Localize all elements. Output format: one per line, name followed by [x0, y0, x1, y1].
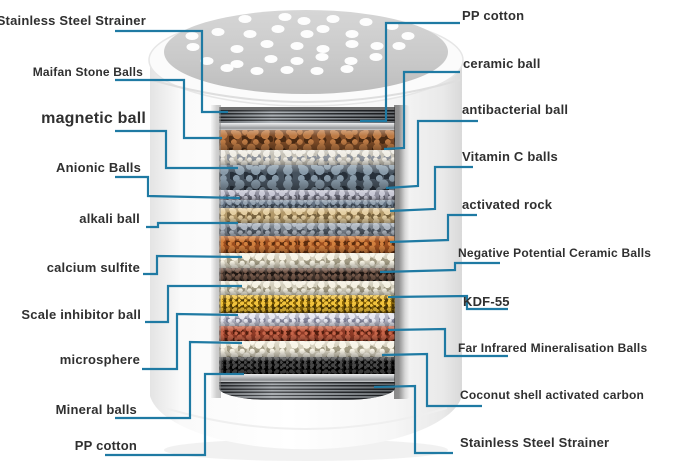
label-left-calcium-sulfite: calcium sulfite — [46, 260, 140, 275]
label-left-magnetic-ball: magnetic ball — [41, 110, 146, 127]
retainer-band-top-layer — [219, 123, 395, 130]
negative-potential-ceramic-balls-layer — [219, 268, 395, 281]
lid-hole — [401, 32, 415, 40]
filter-cutaway-layers — [219, 107, 395, 400]
anionic-balls-layer — [219, 200, 395, 208]
lid-hole — [370, 42, 384, 50]
lid-hole — [316, 45, 330, 53]
stainless-steel-strainer-bottom-layer — [219, 382, 395, 400]
lid-hole — [271, 25, 285, 33]
lid-hole — [392, 42, 406, 50]
label-left-pp-cotton: PP cotton — [74, 438, 137, 453]
label-left-maifan-stone-balls: Maifan Stone Balls — [32, 65, 143, 79]
lid-hole — [250, 67, 264, 75]
lid-hole — [300, 30, 314, 38]
label-left-microsphere: microsphere — [59, 352, 140, 367]
lid-hole — [220, 64, 234, 72]
lid-hole — [230, 60, 244, 68]
lid-hole — [185, 32, 199, 40]
lid-hole — [359, 18, 373, 26]
lid-hole — [340, 65, 354, 73]
microsphere-layer — [219, 313, 395, 326]
lid-hole — [344, 57, 358, 65]
lid-hole — [278, 13, 292, 21]
far-infrared-mineralisation-balls-layer — [219, 326, 395, 341]
lid-hole — [264, 55, 278, 63]
scale-inhibitor-ball-layer — [219, 281, 395, 295]
kdf-55-layer — [219, 295, 395, 313]
stainless-steel-strainer-top-layer — [219, 110, 395, 123]
lid-hole — [310, 67, 324, 75]
calcium-sulfite-layer — [219, 253, 395, 268]
label-left-alkali-ball: alkali ball — [79, 211, 140, 226]
label-left-anionic-balls: Anionic Balls — [56, 160, 141, 175]
lid-hole — [290, 57, 304, 65]
lid-hole — [290, 42, 304, 50]
lid-hole — [326, 15, 340, 23]
label-left-mineral-balls: Mineral balls — [55, 402, 137, 417]
activated-rock-layer — [219, 236, 395, 253]
label-right-coconut-shell-activated-carbon: Coconut shell activated carbon — [460, 388, 645, 402]
label-right-activated-rock: activated rock — [462, 197, 553, 212]
lid-hole — [230, 45, 244, 53]
mineral-balls-layer — [219, 341, 395, 357]
label-right-pp-cotton: PP cotton — [462, 8, 525, 23]
maifan-stone-balls-layer — [219, 130, 395, 150]
vitamin-c-balls-layer — [219, 208, 395, 223]
label-left-scale-inhibitor-ball: Scale inhibitor ball — [21, 307, 141, 322]
lid-hole — [316, 25, 330, 33]
lid-holes — [185, 13, 415, 75]
lid-hole — [200, 57, 214, 65]
lid-hole — [260, 40, 274, 48]
label-right-far-infrared-mineralisation-balls: Far Infrared Mineralisation Balls — [458, 341, 648, 355]
lid-hole — [243, 30, 257, 38]
ceramic-ball-layer — [219, 150, 395, 165]
cutaway-right-wall — [394, 105, 410, 399]
cutaway-left-wall — [211, 105, 221, 398]
lid-hole — [345, 30, 359, 38]
lid-hole — [297, 17, 311, 25]
lid-hole — [345, 40, 359, 48]
lid-hole — [238, 15, 252, 23]
lid-hole — [385, 22, 399, 30]
lid-hole — [369, 53, 383, 61]
label-right-antibacterial-ball: antibacterial ball — [462, 102, 569, 117]
lid-hole — [315, 53, 329, 61]
antibacterial-ball-layer — [219, 190, 395, 200]
magnetic-ball-layer — [219, 165, 395, 190]
lid-hole — [186, 43, 200, 51]
label-right-stainless-steel-strainer: Stainless Steel Strainer — [460, 435, 610, 450]
lid-hole — [280, 66, 294, 74]
lid-hole — [211, 28, 225, 36]
coconut-shell-activated-carbon-layer — [219, 357, 395, 374]
label-left-stainless-steel-strainer: Stainless Steel Strainer — [0, 13, 146, 28]
alkali-ball-layer — [219, 223, 395, 236]
label-right-kdf-55: KDF-55 — [463, 294, 510, 309]
label-right-negative-potential-ceramic-balls: Negative Potential Ceramic Balls — [458, 246, 652, 260]
retainer-band-bottom-layer — [219, 374, 395, 382]
label-right-vitamin-c-balls: Vitamin C balls — [462, 149, 558, 164]
label-right-ceramic-ball: ceramic ball — [463, 56, 541, 71]
